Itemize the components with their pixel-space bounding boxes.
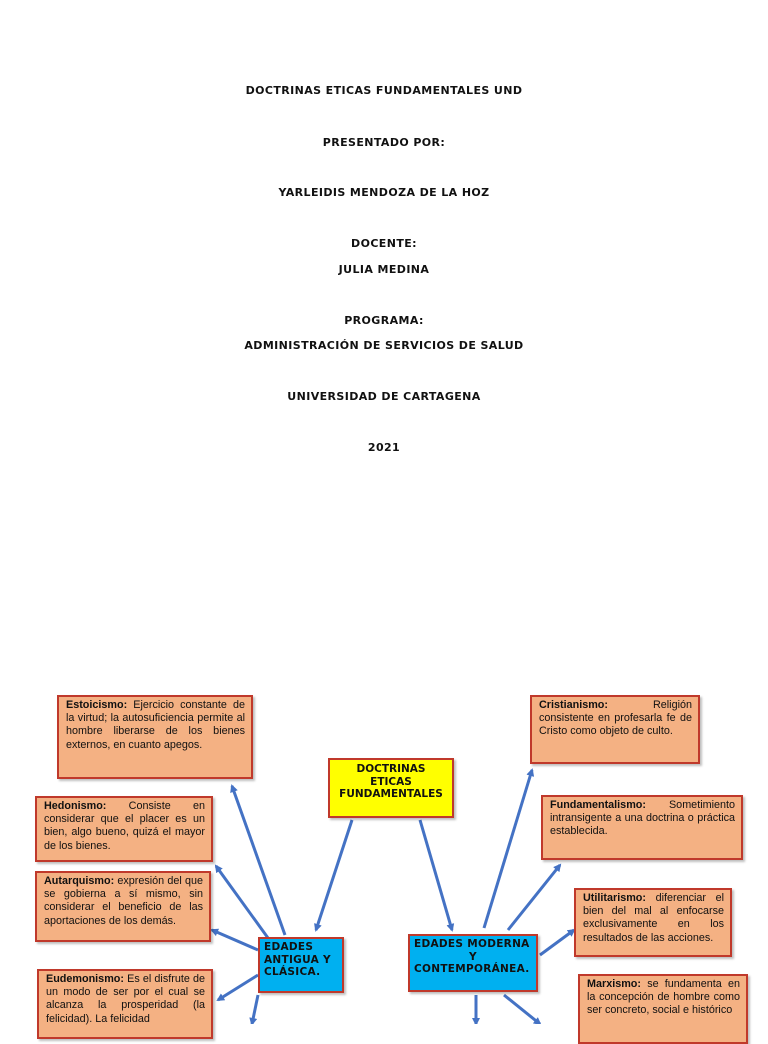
program-label: PROGRAMA:	[344, 314, 424, 327]
ancient-node-line: ANTIGUA Y	[264, 953, 331, 966]
cristianismo-term: Cristianismo:	[539, 699, 608, 711]
arrow-ancient-to-estoicismo	[230, 784, 287, 936]
arrow-modern-to-utilitarismo	[539, 928, 576, 957]
author-name: YARLEIDIS MENDOZA DE LA HOZ	[278, 186, 490, 199]
presented-by-label: PRESENTADO POR:	[322, 136, 446, 149]
ancient-node-line: CLÁSICA.	[264, 966, 321, 978]
arrow-ancient-to-eudemonismo	[216, 973, 259, 1002]
central-node: DOCTRINAS ETICAS FUNDAMENTALES	[328, 758, 454, 818]
arrow-modern-to-marxismo	[503, 993, 542, 1024]
central-node-line: ETICAS	[370, 775, 412, 788]
utilitarismo-term: Utilitarismo:	[583, 892, 646, 904]
estoicismo-box: Estoicismo: Ejercicio constante de la vi…	[57, 695, 253, 779]
marxismo-box: Marxismo: se fundamenta en la concepción…	[578, 974, 748, 1044]
central-node-line: DOCTRINAS	[356, 763, 426, 775]
modern-ages-node: EDADES MODERNA Y CONTEMPORÁNEA.	[408, 934, 538, 992]
ancient-node-line: EDADES	[264, 941, 314, 953]
fundamentalismo-term: Fundamentalismo:	[550, 799, 646, 811]
fundamentalismo-box: Fundamentalismo: Sometimiento intransige…	[541, 795, 743, 860]
marxismo-text: se fundamenta en la concepción de hombre…	[587, 978, 740, 1017]
arrow-center-to-ancient	[314, 819, 354, 932]
cristianismo-box: Cristianismo: Religión consistente en pr…	[530, 695, 700, 764]
eudemonismo-text: Es el disfrute de un modo de ser por el …	[46, 973, 205, 1025]
modern-node-line: CONTEMPORÁNEA.	[414, 963, 530, 975]
central-node-line: FUNDAMENTALES	[339, 788, 443, 800]
arrow-modern-to-fundamentalismo	[506, 863, 562, 931]
document-title: DOCTRINAS ETICAS FUNDAMENTALES UND	[245, 84, 523, 97]
year: 2021	[367, 441, 401, 454]
estoicismo-text: Ejercicio constante de la virtud; la aut…	[66, 699, 245, 751]
autarquismo-term: Autarquismo:	[44, 875, 115, 887]
modern-node-line: Y	[469, 950, 477, 963]
cristianismo-text: Religión consistente en profesarla fe de…	[539, 699, 692, 738]
arrow-modern-to-cristianismo	[482, 768, 535, 929]
utilitarismo-text: diferenciar el bien del mal al enfocarse…	[583, 892, 724, 944]
hedonismo-term: Hedonismo:	[44, 800, 107, 812]
program-name: ADMINISTRACIÓN DE SERVICIOS DE SALUD	[244, 339, 524, 352]
eudemonismo-term: Eudemonismo:	[46, 973, 124, 985]
marxismo-term: Marxismo:	[587, 978, 642, 990]
utilitarismo-box: Utilitarismo: diferenciar el bien del ma…	[574, 888, 732, 957]
hedonismo-box: Hedonismo: Consiste en considerar que el…	[35, 796, 213, 862]
autarquismo-box: Autarquismo: expresión del que se gobier…	[35, 871, 211, 942]
estoicismo-term: Estoicismo:	[66, 699, 128, 711]
modern-node-line: EDADES MODERNA	[414, 938, 530, 950]
university-name: UNIVERSIDAD DE CARTAGENA	[287, 390, 481, 403]
arrow-ancient-to-autarquismo	[210, 928, 259, 952]
teacher-name: JULIA MEDINA	[338, 263, 430, 276]
arrow-ancient-down	[249, 994, 260, 1024]
fundamentalismo-text: Sometimiento intransigente a una doctrin…	[550, 799, 735, 838]
arrow-center-to-modern	[418, 819, 455, 932]
autarquismo-text: expresión del que se gobierna a sí mismo…	[44, 875, 203, 927]
arrow-ancient-to-hedonismo	[214, 864, 270, 939]
eudemonismo-box: Eudemonismo: Es el disfrute de un modo d…	[37, 969, 213, 1039]
hedonismo-text: Consiste en considerar que el placer es …	[44, 800, 205, 852]
ancient-ages-node: EDADES ANTIGUA Y CLÁSICA.	[258, 937, 344, 993]
teacher-label: DOCENTE:	[351, 237, 417, 250]
